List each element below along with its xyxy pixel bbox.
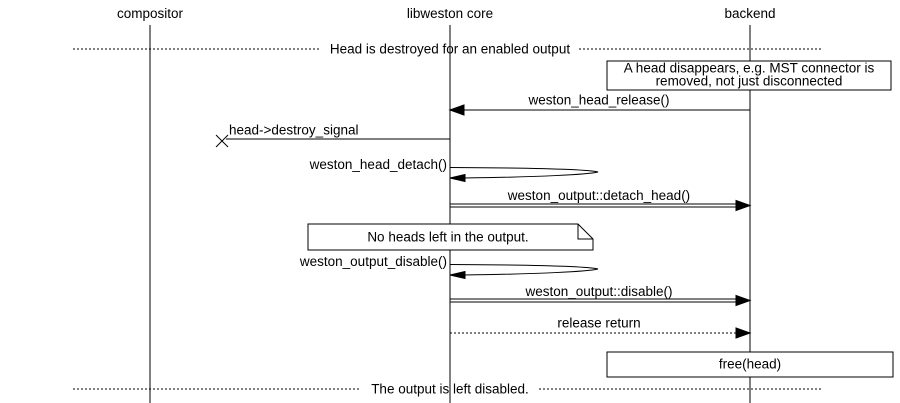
- self-call-loop: [449, 167, 599, 179]
- note-head-disappears-box: [606, 60, 892, 91]
- arrowhead-right-icon: [735, 199, 752, 212]
- message-head-destroy-signal: head->destroy_signal: [215, 123, 450, 148]
- arrowhead-left-icon: [449, 270, 466, 280]
- message-release-return: release return: [450, 316, 752, 339]
- message-weston-head-release-label: weston_head_release(): [527, 93, 669, 108]
- message-weston-output-detach-head-label: weston_output::detach_head(): [507, 188, 690, 203]
- actor-label-compositor: compositor: [117, 6, 184, 21]
- box-free-head-rect: [606, 351, 894, 378]
- note-no-heads-label: No heads left in the output.: [367, 230, 528, 245]
- divider-output-disabled: The output is left disabled.: [73, 382, 822, 397]
- note-head-disappears-line1: A head disappears, e.g. MST connector is: [624, 61, 875, 76]
- box-free-head: free(head): [606, 351, 894, 378]
- self-message-weston-output-disable-label: weston_output_disable(): [299, 254, 447, 269]
- arrowhead-left-icon: [449, 173, 466, 183]
- divider-head-destroyed: Head is destroyed for an enabled output: [73, 42, 822, 57]
- note-head-disappears: A head disappears, e.g. MST connector is…: [606, 60, 892, 91]
- message-weston-head-release: weston_head_release(): [448, 93, 750, 116]
- note-fold-icon: [577, 224, 593, 240]
- lifelines: compositor libweston core backend: [117, 6, 776, 403]
- message-weston-output-detach-head: weston_output::detach_head(): [450, 188, 752, 212]
- box-free-head-label: free(head): [719, 357, 781, 372]
- self-message-weston-output-disable: weston_output_disable(): [299, 254, 599, 280]
- message-weston-output-disable-vfunc: weston_output::disable(): [450, 284, 752, 307]
- note-head-disappears-line2: removed, not just disconnected: [656, 74, 843, 89]
- arrowhead-right-icon: [735, 294, 752, 307]
- arrowhead-right-icon: [735, 327, 752, 339]
- self-call-loop: [449, 264, 599, 276]
- note-no-heads-box: [307, 223, 594, 251]
- lost-message-x-icon: [215, 134, 229, 148]
- message-head-destroy-signal-label: head->destroy_signal: [229, 123, 358, 138]
- arrowhead-left-icon: [448, 104, 465, 116]
- self-message-weston-head-detach: weston_head_detach(): [309, 157, 599, 183]
- actor-label-backend: backend: [724, 6, 775, 21]
- actor-label-libweston-core: libweston core: [407, 6, 493, 21]
- self-message-weston-head-detach-label: weston_head_detach(): [309, 157, 447, 172]
- message-weston-output-disable-vfunc-label: weston_output::disable(): [524, 284, 672, 299]
- note-no-heads: No heads left in the output.: [307, 223, 594, 251]
- message-release-return-label: release return: [557, 316, 640, 331]
